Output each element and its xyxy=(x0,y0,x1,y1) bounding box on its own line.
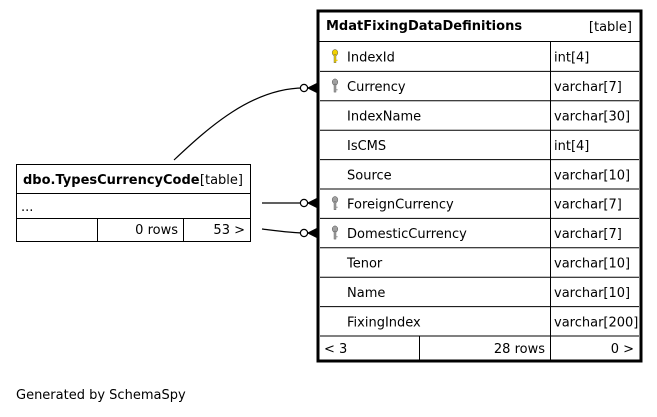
column-name: Name xyxy=(347,286,385,301)
elided-columns: ... xyxy=(21,200,33,215)
crows-foot-markers xyxy=(299,82,319,239)
table-name: MdatFixingDataDefinitions xyxy=(326,19,522,34)
column-type: varchar[30] xyxy=(554,110,630,125)
foreign-key-icon xyxy=(331,225,339,240)
column-row[interactable]: FixingIndex varchar[200] xyxy=(320,306,639,337)
column-name: ForeignCurrency xyxy=(347,198,454,213)
column-row[interactable]: ForeignCurrency varchar[7] xyxy=(320,189,639,219)
column-type: varchar[10] xyxy=(554,257,630,272)
generator-credit: Generated by SchemaSpy xyxy=(16,388,186,403)
table-mdat-fixing-data-definitions[interactable]: IndexId int[4] Currency varchar[7] IndexName… xyxy=(316,9,643,363)
children-count-link[interactable]: 0 > xyxy=(611,342,634,357)
foreign-key-icon xyxy=(331,78,339,93)
table-footer: < 3 28 rows 0 > xyxy=(324,336,634,360)
column-row[interactable]: Tenor varchar[10] xyxy=(320,247,639,278)
relationship-currency[interactable] xyxy=(173,87,305,161)
column-type: varchar[200] xyxy=(554,315,638,330)
crows-foot-currency xyxy=(299,82,319,94)
column-row[interactable]: IndexId int[4] xyxy=(320,42,639,72)
row-count: 0 rows xyxy=(135,223,178,238)
column-type: varchar[10] xyxy=(554,286,630,301)
column-row[interactable]: Name varchar[10] xyxy=(320,277,639,308)
column-name: DomesticCurrency xyxy=(347,227,467,242)
crows-foot-foreign-currency xyxy=(299,197,319,209)
column-rows: IndexId int[4] Currency varchar[7] IndexName… xyxy=(320,42,639,337)
column-name: Currency xyxy=(347,80,406,95)
column-type: varchar[10] xyxy=(554,168,630,183)
column-name: Tenor xyxy=(346,257,383,272)
table-outer-border xyxy=(316,9,643,363)
column-type: varchar[7] xyxy=(554,227,622,242)
column-row[interactable]: IndexName varchar[30] xyxy=(320,100,639,131)
table-border xyxy=(16,164,251,242)
crows-foot-domestic-currency xyxy=(299,227,319,239)
children-count-link[interactable]: 53 > xyxy=(213,223,245,238)
column-type: int[4] xyxy=(554,51,589,66)
relationship-domestic-currency[interactable] xyxy=(261,228,305,234)
column-name: IsCMS xyxy=(347,139,386,154)
table-name: dbo.TypesCurrencyCode xyxy=(23,173,200,188)
table-kind: [table] xyxy=(200,173,243,188)
column-type: varchar[7] xyxy=(554,198,622,213)
column-row[interactable]: DomesticCurrency varchar[7] xyxy=(320,218,639,249)
column-type: varchar[7] xyxy=(554,80,622,95)
primary-key-icon xyxy=(331,49,339,63)
column-name: IndexName xyxy=(347,110,421,125)
column-name: IndexId xyxy=(347,51,395,66)
table-kind: [table] xyxy=(589,20,632,35)
column-type: int[4] xyxy=(554,139,589,154)
column-name: Source xyxy=(347,168,392,183)
column-row[interactable]: Currency varchar[7] xyxy=(320,71,639,102)
column-name: FixingIndex xyxy=(347,315,421,330)
foreign-key-icon xyxy=(331,196,339,210)
column-row[interactable]: IsCMS int[4] xyxy=(320,130,639,161)
table-types-currency-code[interactable]: dbo.TypesCurrencyCode [table] ... 0 rows… xyxy=(16,164,251,242)
row-count: 28 rows xyxy=(494,342,545,357)
column-row[interactable]: Source varchar[10] xyxy=(320,159,639,190)
parents-count-link[interactable]: < 3 xyxy=(324,342,347,357)
